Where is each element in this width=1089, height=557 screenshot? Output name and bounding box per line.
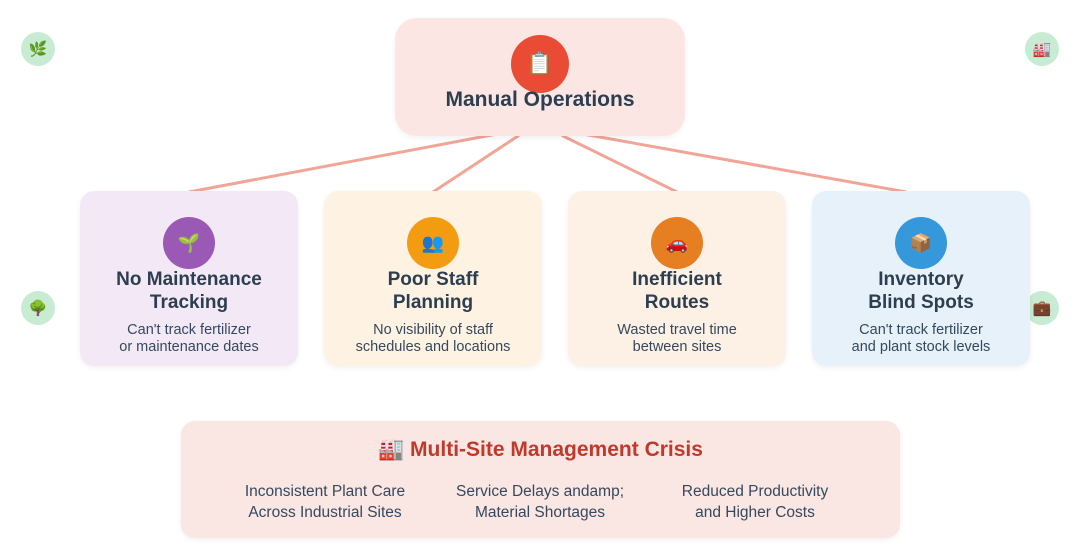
crisis-item-line2: Across Industrial Sites — [248, 504, 402, 521]
package-icon-glyph: 📦 — [909, 233, 933, 253]
card-title-line2: Blind Spots — [868, 292, 974, 313]
manual-operations-title: Manual Operations — [445, 88, 635, 111]
card-title: No Maintenance Tracking — [80, 268, 298, 314]
card-desc-line1: Wasted travel time — [617, 322, 737, 338]
card-desc-line1: Can't track fertilizer — [127, 322, 251, 338]
card-desc-line2: schedules and locations — [355, 339, 511, 355]
card-title-line1: Inefficient — [632, 269, 722, 290]
multi-site-crisis-box: 🏭 Multi-Site Management Crisis Inconsist… — [181, 421, 900, 538]
crisis-item-service-delays: Service Delays andamp; Material Shortage… — [430, 481, 650, 523]
crisis-item-line2: Material Shortages — [474, 504, 606, 521]
card-description: Can't track fertilizer and plant stock l… — [812, 322, 1030, 356]
crisis-title-text: Multi-Site Management Crisis — [410, 438, 703, 461]
briefcase-icon: 💼 — [1025, 291, 1059, 325]
people-icon: 👥 — [407, 217, 459, 269]
card-inefficient-routes: 🚗 Inefficient Routes Wasted travel time … — [568, 191, 786, 366]
briefcase-icon-glyph: 💼 — [1032, 299, 1052, 317]
card-title: Inefficient Routes — [568, 268, 786, 314]
tree-icon-glyph: 🌳 — [28, 299, 48, 317]
card-inventory-blind-spots: 📦 Inventory Blind Spots Can't track fert… — [812, 191, 1030, 366]
card-desc-line1: Can't track fertilizer — [859, 322, 983, 338]
crisis-item-line1: Reduced Productivity — [681, 483, 829, 500]
card-desc-line2: between sites — [632, 339, 722, 355]
factory-icon-glyph: 🏭 — [1032, 40, 1052, 58]
crisis-item-line1: Inconsistent Plant Care — [244, 483, 406, 500]
tree-icon: 🌳 — [21, 291, 55, 325]
card-title-line1: Poor Staff — [387, 269, 479, 290]
card-description: No visibility of staff schedules and loc… — [324, 322, 542, 356]
herb-icon-glyph: 🌿 — [28, 40, 48, 58]
crisis-item-line2: and Higher Costs — [695, 504, 815, 521]
crisis-item-plant-care: Inconsistent Plant Care Across Industria… — [215, 481, 435, 523]
seedling-icon-glyph: 🌱 — [177, 233, 201, 253]
seedling-icon: 🌱 — [163, 217, 215, 269]
car-icon-glyph: 🚗 — [665, 233, 689, 253]
connector-line-3 — [561, 134, 679, 194]
manual-operations-node: 📋 Manual Operations — [395, 18, 685, 136]
card-poor-staff-planning: 👥 Poor Staff Planning No visibility of s… — [324, 191, 542, 366]
card-desc-line2: or maintenance dates — [119, 339, 259, 355]
card-title-line2: Planning — [392, 292, 474, 313]
crisis-item-line1: Service Delays andamp; — [456, 483, 624, 500]
crisis-title: 🏭 Multi-Site Management Crisis — [181, 438, 900, 462]
car-icon: 🚗 — [651, 217, 703, 269]
card-title-line1: Inventory — [878, 269, 964, 290]
crisis-item-productivity: Reduced Productivity and Higher Costs — [645, 481, 865, 523]
connector-line-4 — [581, 132, 908, 194]
clipboard-icon-glyph: 📋 — [526, 51, 554, 76]
package-icon: 📦 — [895, 217, 947, 269]
card-desc-line2: and plant stock levels — [851, 339, 991, 355]
card-title-line1: No Maintenance — [116, 269, 262, 290]
factory-icon: 🏭 — [1025, 32, 1059, 66]
card-title-line2: Tracking — [149, 292, 229, 313]
connector-line-2 — [431, 134, 520, 194]
connector-line-1 — [187, 132, 499, 194]
factory-icon: 🏭 — [378, 438, 405, 461]
clipboard-icon: 📋 — [511, 35, 569, 93]
card-title-line2: Routes — [644, 292, 710, 313]
card-title: Inventory Blind Spots — [812, 268, 1030, 314]
card-description: Can't track fertilizer or maintenance da… — [80, 322, 298, 356]
card-description: Wasted travel time between sites — [568, 322, 786, 356]
card-desc-line1: No visibility of staff — [373, 322, 493, 338]
card-title: Poor Staff Planning — [324, 268, 542, 314]
people-icon-glyph: 👥 — [421, 233, 445, 253]
herb-icon: 🌿 — [21, 32, 55, 66]
card-no-maintenance-tracking: 🌱 No Maintenance Tracking Can't track fe… — [80, 191, 298, 366]
